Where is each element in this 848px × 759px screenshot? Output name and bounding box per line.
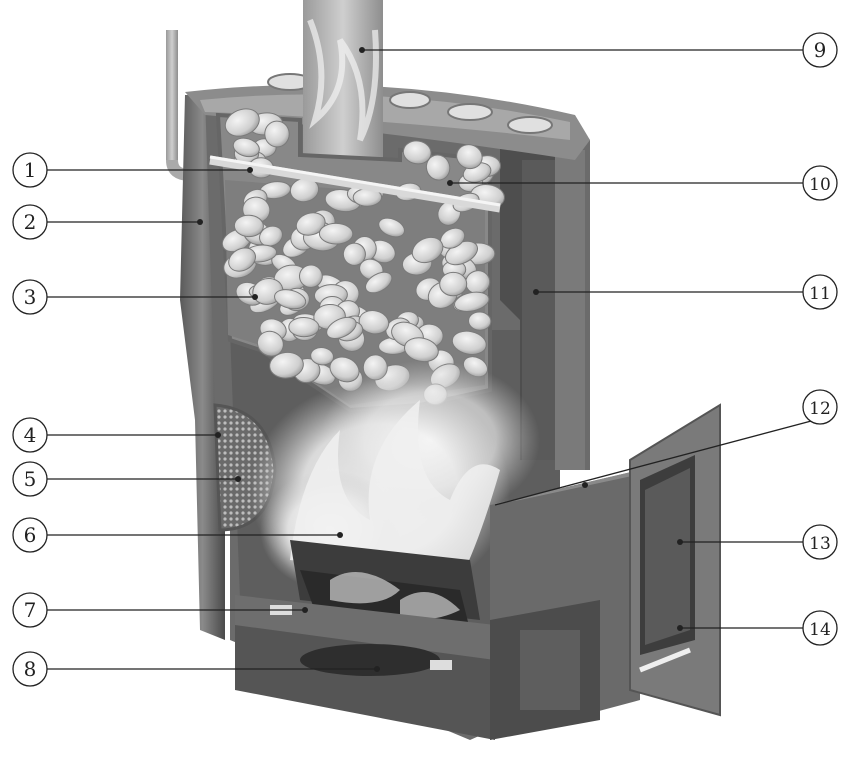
stone bbox=[318, 222, 354, 245]
svg-text:13: 13 bbox=[809, 534, 831, 554]
callout-12: 12 bbox=[802, 389, 838, 425]
stone bbox=[299, 264, 323, 288]
stone bbox=[310, 347, 335, 366]
stone bbox=[288, 316, 320, 338]
stone bbox=[232, 137, 260, 158]
flames bbox=[250, 360, 540, 600]
svg-text:9: 9 bbox=[814, 38, 827, 62]
svg-text:6: 6 bbox=[24, 523, 37, 547]
stone bbox=[402, 140, 432, 165]
leader-lines bbox=[46, 49, 816, 670]
callout-8: 8 bbox=[12, 651, 48, 687]
svg-text:3: 3 bbox=[24, 285, 37, 309]
stone bbox=[295, 212, 326, 236]
callout-10: 10 bbox=[802, 165, 838, 201]
stone bbox=[233, 214, 264, 238]
top-vents bbox=[267, 73, 553, 134]
callout-5: 5 bbox=[12, 461, 48, 497]
stone bbox=[224, 108, 260, 137]
callout-1: 1 bbox=[12, 152, 48, 188]
callout-2: 2 bbox=[12, 204, 48, 240]
stone bbox=[456, 144, 483, 170]
callout-4: 4 bbox=[12, 417, 48, 453]
stone bbox=[228, 247, 256, 272]
svg-text:5: 5 bbox=[24, 467, 37, 491]
svg-text:12: 12 bbox=[809, 399, 831, 419]
stone bbox=[365, 271, 393, 294]
stone bbox=[378, 217, 405, 238]
support-rod bbox=[209, 155, 501, 213]
stone bbox=[259, 225, 283, 247]
callout-7: 7 bbox=[12, 592, 48, 628]
stone bbox=[358, 310, 390, 335]
callout-3: 3 bbox=[12, 279, 48, 315]
callout-9: 9 bbox=[802, 32, 838, 68]
stone bbox=[326, 316, 357, 339]
stone bbox=[451, 330, 487, 355]
stone bbox=[468, 311, 492, 331]
ash-box bbox=[235, 595, 495, 740]
stone bbox=[329, 356, 360, 383]
svg-text:10: 10 bbox=[809, 175, 831, 195]
svg-text:1: 1 bbox=[24, 158, 37, 182]
stone bbox=[264, 120, 290, 148]
stone bbox=[256, 330, 284, 357]
stone bbox=[269, 351, 304, 379]
chimney bbox=[303, 0, 383, 165]
stone bbox=[342, 242, 366, 266]
stone bbox=[425, 154, 451, 181]
stone bbox=[274, 289, 307, 310]
svg-text:2: 2 bbox=[24, 210, 37, 234]
stones bbox=[221, 108, 505, 406]
svg-text:7: 7 bbox=[24, 598, 37, 622]
callout-11: 11 bbox=[802, 274, 838, 310]
fire-tunnel bbox=[490, 470, 660, 740]
callout-6: 6 bbox=[12, 517, 48, 553]
svg-text:8: 8 bbox=[24, 657, 37, 681]
callout-14: 14 bbox=[802, 610, 838, 646]
stone bbox=[439, 271, 468, 297]
furnace-door bbox=[629, 403, 721, 717]
svg-text:11: 11 bbox=[809, 284, 831, 304]
stone bbox=[453, 291, 490, 312]
stone bbox=[411, 236, 444, 264]
callout-13: 13 bbox=[802, 524, 838, 560]
svg-text:14: 14 bbox=[809, 620, 831, 640]
burning-logs bbox=[290, 540, 480, 630]
svg-text:4: 4 bbox=[24, 423, 37, 447]
leader-dots bbox=[197, 47, 683, 672]
